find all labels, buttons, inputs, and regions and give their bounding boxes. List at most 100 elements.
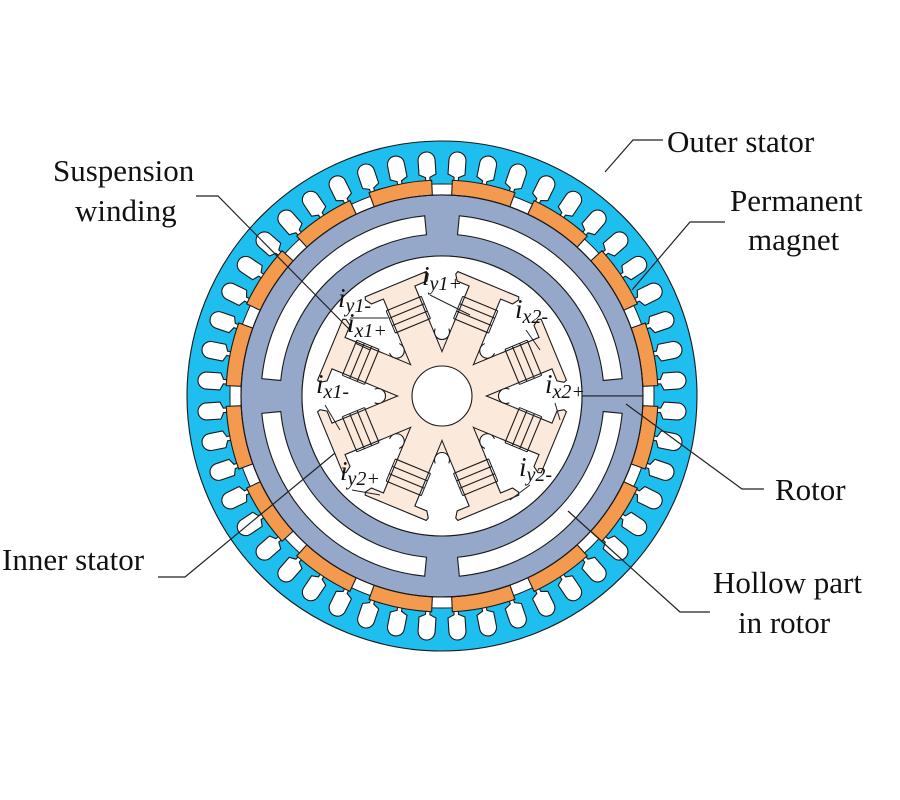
leader-rotor — [625, 403, 764, 490]
outer-stator-slot — [357, 594, 380, 629]
outer-stator-slot — [615, 255, 648, 282]
winding-lead — [509, 484, 531, 501]
coil-turn — [459, 303, 495, 319]
outer-stator-slot — [629, 282, 663, 307]
label-outer-stator: Outer stator — [667, 124, 815, 159]
coil-turn — [453, 458, 489, 474]
outer-stator-slot — [531, 175, 556, 209]
coil-turn — [385, 480, 422, 497]
coil-turn — [392, 310, 428, 327]
outer-stator-slot — [531, 583, 556, 617]
outer-stator-slot — [221, 282, 255, 307]
outer-stator-slot — [417, 151, 437, 187]
outer-stator-slot — [417, 605, 437, 641]
current-iy2-plus: iy2+ — [340, 456, 380, 490]
rotor-hollow-part — [261, 215, 428, 382]
outer-stator-slot — [647, 340, 683, 362]
coil-turn — [349, 413, 365, 449]
label-permanent-magnet-line2: magnet — [748, 222, 840, 257]
outer-stator-slot — [201, 340, 237, 362]
outer-stator-slot — [221, 485, 255, 510]
label-suspension-winding-line2: winding — [75, 193, 177, 228]
current-iy2-minus: iy2- — [519, 452, 552, 486]
winding-coil — [385, 458, 431, 497]
leader-hollow-part — [567, 510, 710, 613]
coil-turn — [462, 295, 499, 312]
coil-turn — [395, 318, 431, 334]
leader-permanent-magnet — [631, 221, 725, 291]
outer-stator-slot — [578, 552, 607, 583]
coil-turn — [356, 410, 373, 446]
label-permanent-magnet-line1: Permanent — [730, 183, 863, 218]
current-iy1-plus: iy1+ — [422, 261, 462, 295]
outer-stator-slot — [301, 569, 328, 602]
current-ix1-minus: ix1- — [316, 369, 349, 403]
coil-turn — [456, 465, 492, 482]
outer-stator-slot — [255, 532, 286, 561]
coil-turn — [504, 407, 520, 443]
winding-coil — [504, 339, 543, 385]
outer-stator-slot — [277, 209, 306, 240]
outer-stator-slot — [328, 583, 353, 617]
outer-stator-slot — [301, 190, 328, 223]
outer-stator-slot — [447, 605, 467, 641]
rotor-hollow-part — [261, 410, 428, 577]
winding-lead — [429, 294, 471, 316]
label-hollow-part-line2: in rotor — [738, 605, 831, 640]
coil-turn — [392, 465, 428, 482]
outer-stator-slot — [328, 175, 353, 209]
coil-turn — [385, 295, 422, 312]
winding-lead — [354, 342, 371, 351]
outer-stator-slot — [236, 255, 269, 282]
outer-stator-slot — [615, 510, 648, 537]
outer-stator-slot — [651, 401, 687, 421]
outer-stator-slot — [277, 552, 306, 583]
winding-lead — [324, 404, 341, 431]
outer-stator-slot — [598, 532, 629, 561]
outer-stator-slot — [640, 311, 675, 334]
coil-turn — [459, 473, 495, 489]
outer-stator-slot — [556, 569, 583, 602]
coil-turn — [389, 303, 425, 319]
outer-stator-slot — [386, 155, 408, 191]
current-labels: iy1- iy1+ ix2- ix1+ ix1- ix2+ iy2+ iy2- — [316, 261, 585, 490]
rotor-hollow-part — [456, 410, 623, 577]
outer-stator-slot — [578, 209, 607, 240]
label-rotor: Rotor — [775, 472, 846, 507]
outer-stator-slot — [476, 155, 498, 191]
shaft-hole — [411, 365, 473, 427]
leader-lines — [158, 139, 764, 613]
coil-turn — [511, 410, 528, 446]
coil-turn — [453, 318, 489, 334]
outer-stator-slot — [629, 485, 663, 510]
current-ix2-plus: ix2+ — [545, 369, 585, 403]
label-suspension-winding-line1: Suspension — [53, 153, 195, 188]
winding-coil — [453, 458, 499, 497]
outer-stator-slot — [504, 163, 527, 198]
part-labels: Outer stator Permanent magnet Suspension… — [2, 124, 863, 640]
outer-stator-slot — [236, 510, 269, 537]
outer-stator-slot — [255, 231, 286, 260]
outer-stator-slot — [640, 458, 675, 481]
outer-stator-slot — [598, 231, 629, 260]
coil-turn — [364, 407, 380, 443]
winding-coil — [341, 407, 380, 453]
outer-stator-slot — [476, 601, 498, 637]
outer-stator-slot — [357, 163, 380, 198]
coil-turn — [504, 349, 520, 385]
leader-suspension-winding — [196, 195, 351, 331]
coil-turn — [341, 339, 358, 376]
coil-turn — [526, 339, 543, 376]
coil-turn — [511, 346, 528, 382]
winding-coil — [453, 295, 499, 334]
rotor-hollow-part — [456, 215, 623, 382]
leader-inner-stator — [158, 452, 336, 578]
coil-turn — [395, 458, 431, 474]
current-ix1-plus: ix1+ — [347, 308, 387, 342]
winding-coil — [504, 407, 543, 453]
outer-stator-slot — [201, 430, 237, 452]
outer-stator-slot — [197, 401, 233, 421]
coil-turn — [389, 473, 425, 489]
winding-coil — [385, 295, 431, 334]
